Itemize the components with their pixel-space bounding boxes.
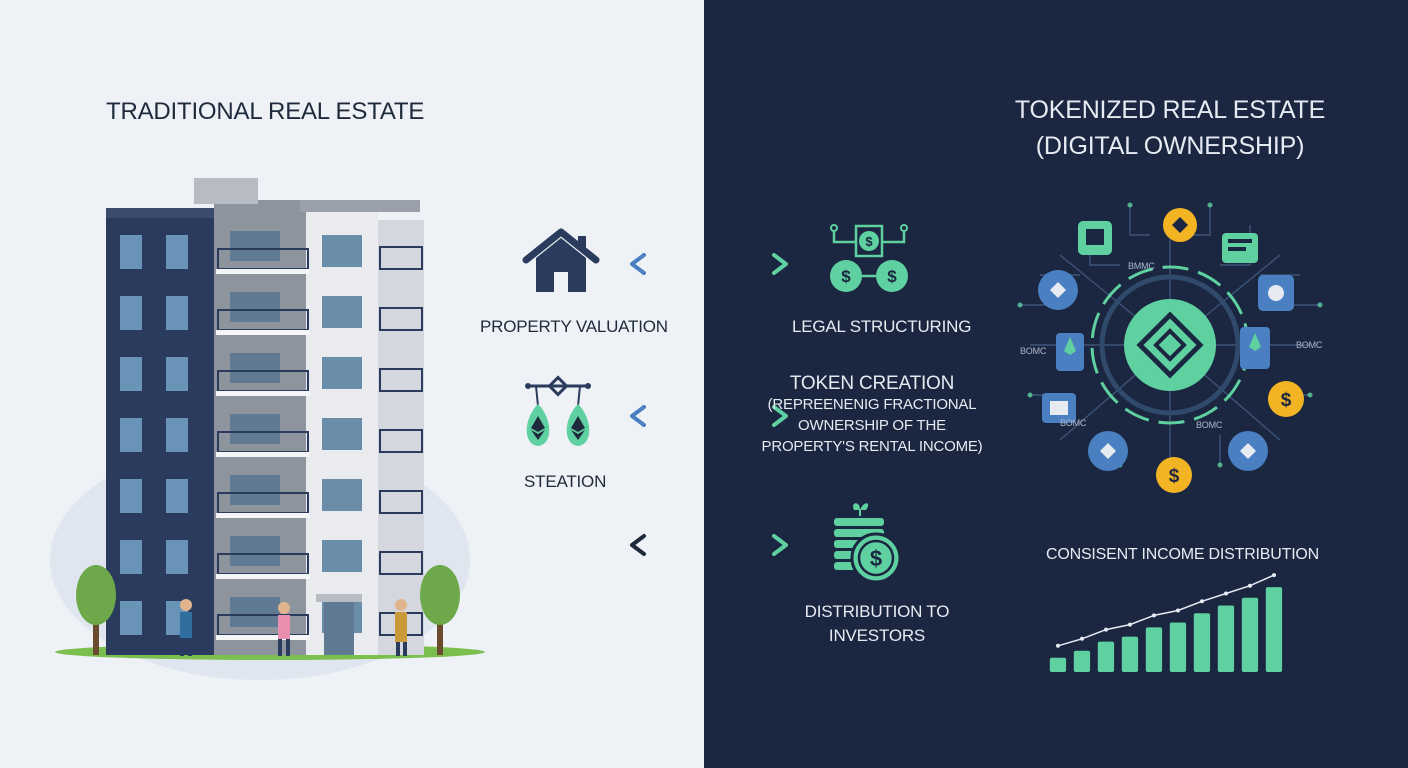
network-label-2: BOMC (1020, 346, 1047, 356)
balcony-slab (216, 391, 310, 396)
balcony-slab (216, 513, 310, 518)
token-creation-subline-2: OWNERSHIP OF THE (798, 417, 946, 434)
ethereum-drops-icon (525, 375, 591, 446)
svg-text:$: $ (841, 267, 851, 286)
balcony-slab (216, 574, 310, 579)
token-creation-subline-3: PROPERTY'S RENTAL INCOME) (761, 438, 983, 455)
tokenized-title-line1: TOKENIZED REAL ESTATE (1014, 96, 1326, 124)
building-window (120, 418, 142, 452)
building-window (166, 296, 188, 330)
apartment-building-illustration (50, 178, 485, 680)
building-window (120, 235, 142, 269)
house-icon (522, 228, 600, 292)
svg-text:$: $ (887, 267, 897, 286)
coin-stack-icon: $ (834, 503, 902, 584)
building-window (230, 536, 280, 566)
building-window (322, 296, 362, 328)
dollar-network-icon: $ $ $ (830, 224, 908, 292)
network-label-3: BOMC (1296, 340, 1323, 350)
svg-text:$: $ (1169, 466, 1180, 487)
double-arrow-2 (630, 405, 788, 427)
tokenized-title-line2: (DIGITAL OWNERSHIP) (1035, 132, 1305, 160)
income-bar (1169, 622, 1187, 672)
building-window (230, 414, 280, 444)
balcony-railing (379, 246, 423, 270)
income-bar (1217, 605, 1235, 672)
tokenized-title: TOKENIZED REAL ESTATE (DIGITAL OWNERSHIP… (960, 92, 1380, 164)
double-arrow-1 (630, 253, 788, 275)
income-bar (1193, 613, 1211, 672)
balcony-railing (379, 368, 423, 392)
building-window (322, 540, 362, 572)
income-trend-point (1224, 591, 1228, 596)
balcony-railing (379, 551, 423, 575)
income-bar (1073, 650, 1091, 672)
double-arrow-3 (630, 534, 788, 556)
income-trend-point (1272, 573, 1276, 578)
building-window (322, 357, 362, 389)
income-trend-point (1104, 627, 1108, 632)
network-label-4: BOMC (1196, 420, 1223, 430)
traditional-title: TRADITIONAL REAL ESTATE (106, 98, 425, 125)
building-window (322, 479, 362, 511)
balcony-slab (216, 452, 310, 457)
income-bar (1049, 657, 1067, 672)
building-window (166, 235, 188, 269)
building-window (230, 292, 280, 322)
token-network-diagram: $ $ (1017, 202, 1323, 493)
building-window (166, 357, 188, 391)
income-trend-line (1057, 574, 1275, 647)
income-bar (1241, 597, 1259, 672)
balcony-slab (216, 330, 310, 335)
income-trend-point (1248, 583, 1252, 588)
balcony-railing (379, 490, 423, 514)
income-trend-point (1128, 622, 1132, 627)
step-distribution-label: DISTRIBUTION TO INVESTORS (782, 600, 972, 648)
network-label-1: BMMC (1128, 261, 1155, 271)
income-chart-title: CONSISENT INCOME DISTRIBUTION (1046, 546, 1320, 563)
network-label-5: BOMC (1060, 418, 1087, 428)
building-window (230, 597, 280, 627)
building-window (230, 475, 280, 505)
building-window (166, 418, 188, 452)
balcony-slab (216, 269, 310, 274)
income-trend-point (1080, 636, 1084, 641)
income-trend-point (1152, 613, 1156, 618)
building-window (322, 418, 362, 450)
balcony-railing (379, 429, 423, 453)
income-bar (1097, 641, 1115, 672)
balcony-railing (379, 307, 423, 331)
building-window (230, 231, 280, 261)
step-legal-structuring-label: LEGAL STRUCTURING (792, 317, 972, 336)
step-steation-label: STEATION (524, 472, 607, 491)
building-window (120, 540, 142, 574)
income-bar (1121, 636, 1139, 672)
building-window (120, 601, 142, 635)
income-trend-point (1056, 643, 1060, 648)
distribution-line-2: INVESTORS (828, 626, 926, 645)
distribution-line-1: DISTRIBUTION TO (804, 602, 950, 621)
building-window (230, 353, 280, 383)
building-window (120, 357, 142, 391)
token-creation-label: TOKEN CREATION (789, 373, 955, 394)
income-trend-point (1200, 599, 1204, 604)
step-property-valuation-label: PROPERTY VALUATION (480, 317, 668, 336)
income-bar-chart (1049, 573, 1283, 672)
building-window (166, 540, 188, 574)
token-creation-subline-1: (REPREENENIG FRACTIONAL (767, 396, 977, 413)
building-window (166, 479, 188, 513)
income-bar (1145, 627, 1163, 672)
balcony-slab (216, 635, 310, 640)
income-bar (1265, 587, 1283, 672)
svg-text:$: $ (865, 234, 873, 249)
building-window (120, 479, 142, 513)
building-window (322, 235, 362, 267)
svg-text:$: $ (870, 546, 882, 571)
step-token-creation: TOKEN CREATION (REPREENENIG FRACTIONAL O… (752, 374, 992, 457)
income-trend-point (1176, 608, 1180, 613)
building-window (120, 296, 142, 330)
svg-text:$: $ (1281, 390, 1292, 411)
